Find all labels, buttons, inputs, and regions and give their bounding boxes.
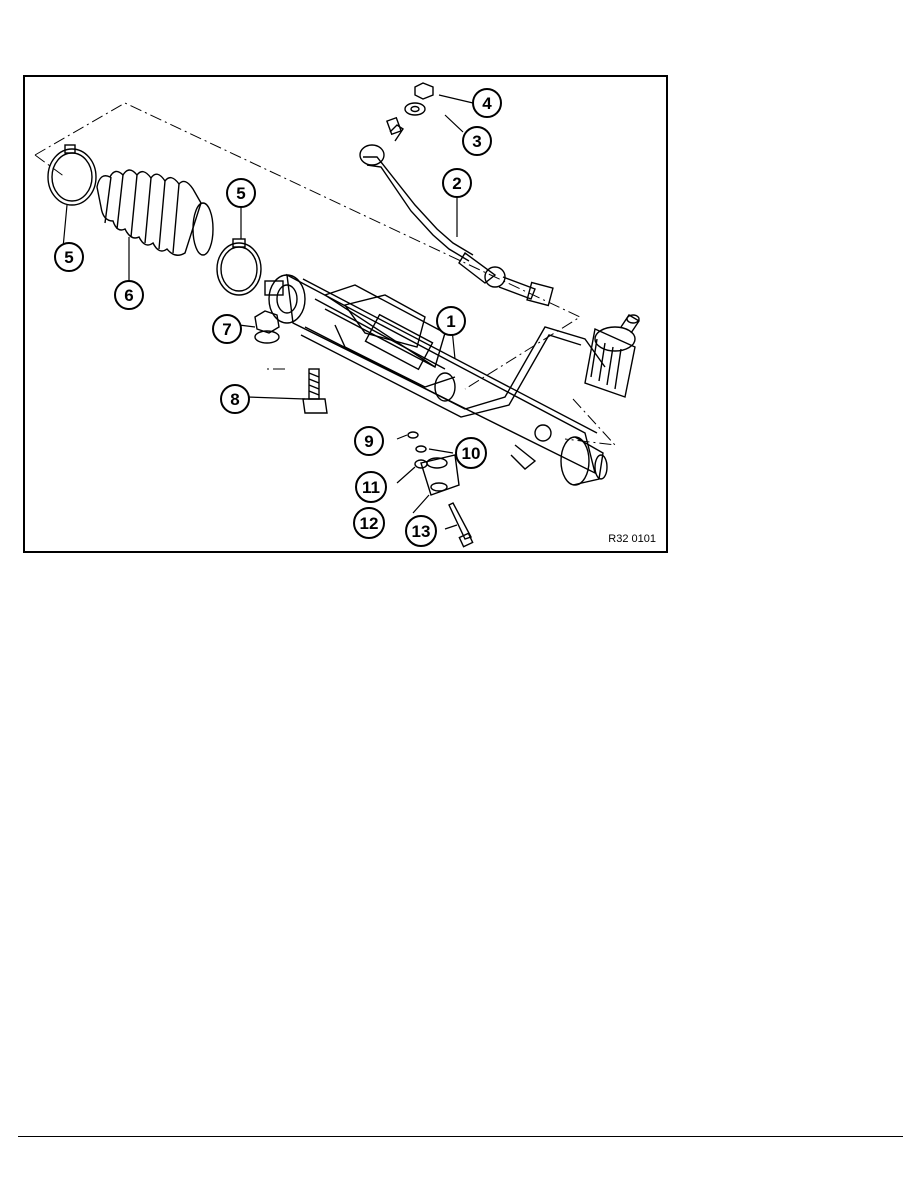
- callout-9: [354, 426, 384, 456]
- callout-8: [220, 384, 250, 414]
- callout-label-8: 8: [230, 390, 239, 409]
- support-bracket: [420, 454, 460, 496]
- callout-2: [442, 168, 472, 198]
- callout-1: [436, 306, 466, 336]
- callout-5b: [226, 178, 256, 208]
- callout-label-12: 12: [360, 514, 379, 533]
- seal-ring-b: [415, 445, 427, 453]
- callout-5a: [54, 242, 84, 272]
- figure-code: R32 0101: [608, 533, 656, 545]
- callout-4: [472, 88, 502, 118]
- footer-divider: [18, 1136, 903, 1137]
- callout-11: [355, 471, 387, 503]
- assembly-outline: [34, 102, 582, 390]
- rubber-boot-bellows: [96, 169, 214, 256]
- callout-6: [114, 280, 144, 310]
- hose-clamp-left: [47, 144, 97, 206]
- mounting-bolt: [302, 368, 328, 414]
- callout-label-11: 11: [362, 478, 380, 497]
- callout-label-1: 1: [446, 312, 455, 331]
- callout-12: [353, 507, 385, 539]
- callout-markers: [54, 88, 502, 547]
- washer: [404, 102, 426, 116]
- callout-label-4: 4: [482, 94, 492, 113]
- callout-label-9: 9: [364, 432, 373, 451]
- outline-right: [564, 398, 617, 446]
- callout-label-7: 7: [222, 320, 231, 339]
- seal-ring-a: [407, 431, 419, 439]
- hose-clamp-right: [216, 238, 262, 296]
- callout-label-5b: 5: [236, 184, 245, 203]
- callout-13: [405, 515, 437, 547]
- callout-7: [212, 314, 242, 344]
- callout-label-5a: 5: [64, 248, 73, 267]
- lock-nut: [414, 82, 434, 100]
- callout-label-10: 10: [462, 444, 481, 463]
- callout-label-2: 2: [452, 174, 461, 193]
- tie-rod: [359, 116, 554, 307]
- steering-rack-exploded-diagram: 1 2 3 4 5 5 6 7 8 9 10 11 12 13: [34, 82, 640, 548]
- callout-label-13: 13: [412, 522, 431, 541]
- figure-frame: 1 2 3 4 5 5 6 7 8 9 10 11 12 13 R32 0101: [23, 75, 668, 553]
- callout-label-3: 3: [472, 132, 481, 151]
- callout-10: [455, 437, 487, 469]
- bracket-bolt: [448, 502, 474, 548]
- steering-rack-housing: [264, 273, 640, 486]
- callout-3: [462, 126, 492, 156]
- callout-label-6: 6: [124, 286, 133, 305]
- leader-lines: [62, 94, 474, 530]
- mounting-nut: [254, 310, 280, 334]
